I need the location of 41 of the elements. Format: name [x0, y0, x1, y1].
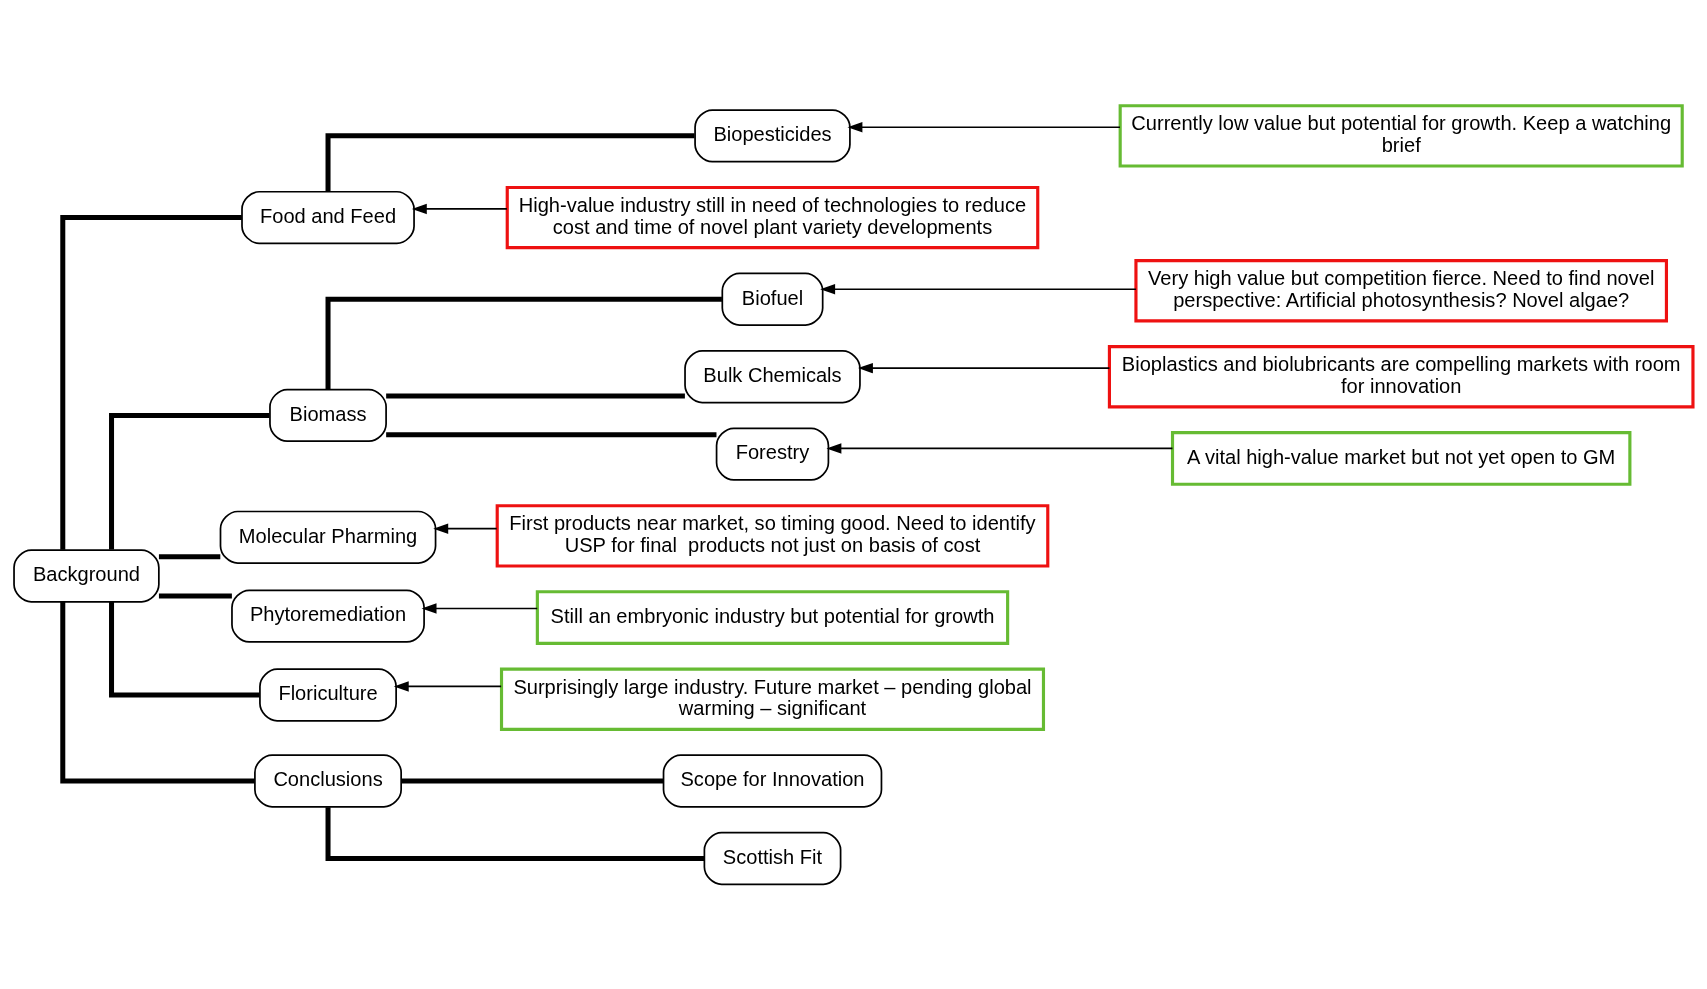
node-box: Currently low value but potential for growth. Keep a watching brief: [1118, 103, 1684, 168]
node-box: First products near market, so timing good. Need to identify USP for final products not just on basis of cost: [495, 503, 1050, 568]
connector: [386, 431, 717, 437]
connector: [325, 132, 695, 192]
node-box: Biomass: [269, 388, 387, 442]
connector: [60, 601, 255, 784]
node-box: Scope for Innovation: [662, 753, 883, 808]
node-box: Background: [13, 548, 160, 603]
node-box: Biofuel: [721, 272, 824, 326]
connector: [109, 412, 270, 549]
node-box: Phytoremediation: [231, 589, 425, 643]
node-box: Molecular Pharming: [219, 510, 437, 564]
connector: [158, 593, 232, 599]
arrow: [433, 522, 498, 534]
connector: [325, 296, 722, 389]
arrow: [857, 362, 1111, 373]
arrow: [411, 203, 508, 214]
connector: [158, 553, 221, 559]
arrow: [820, 283, 1137, 294]
arrow: [393, 680, 502, 692]
connector: [109, 601, 260, 697]
node-box: Surprisingly large industry. Future market – pending global warming – significant: [499, 667, 1046, 731]
node-box: Forestry: [715, 426, 830, 481]
node-box: Floriculture: [259, 667, 397, 722]
node-box: Biopesticides: [694, 108, 851, 162]
node-box: Bulk Chemicals: [684, 349, 861, 403]
arrow: [421, 602, 539, 614]
node-box: Very high value but competition fierce. Need to find novel perspective: Artificial photosynthesis? Novel algae?: [1134, 258, 1668, 322]
node-box: Still an embryonic industry but potential for growth: [535, 589, 1010, 645]
node-box: High-value industry still in need of technologies to reduce cost and time of novel plant variety developments: [505, 185, 1040, 249]
node-box: Bioplastics and biolubricants are compelling markets with room for innovation: [1107, 344, 1695, 408]
node-box: A vital high-value market but not yet open to GM: [1170, 430, 1632, 486]
connector: [401, 778, 664, 784]
node-box: Scottish Fit: [703, 831, 842, 885]
node-box: Food and Feed: [241, 190, 415, 244]
connector: [386, 393, 685, 399]
connector: [60, 214, 242, 550]
arrow: [847, 121, 1121, 132]
node-box: Conclusions: [254, 753, 402, 808]
connector: [325, 806, 704, 861]
arrow: [826, 442, 1174, 454]
